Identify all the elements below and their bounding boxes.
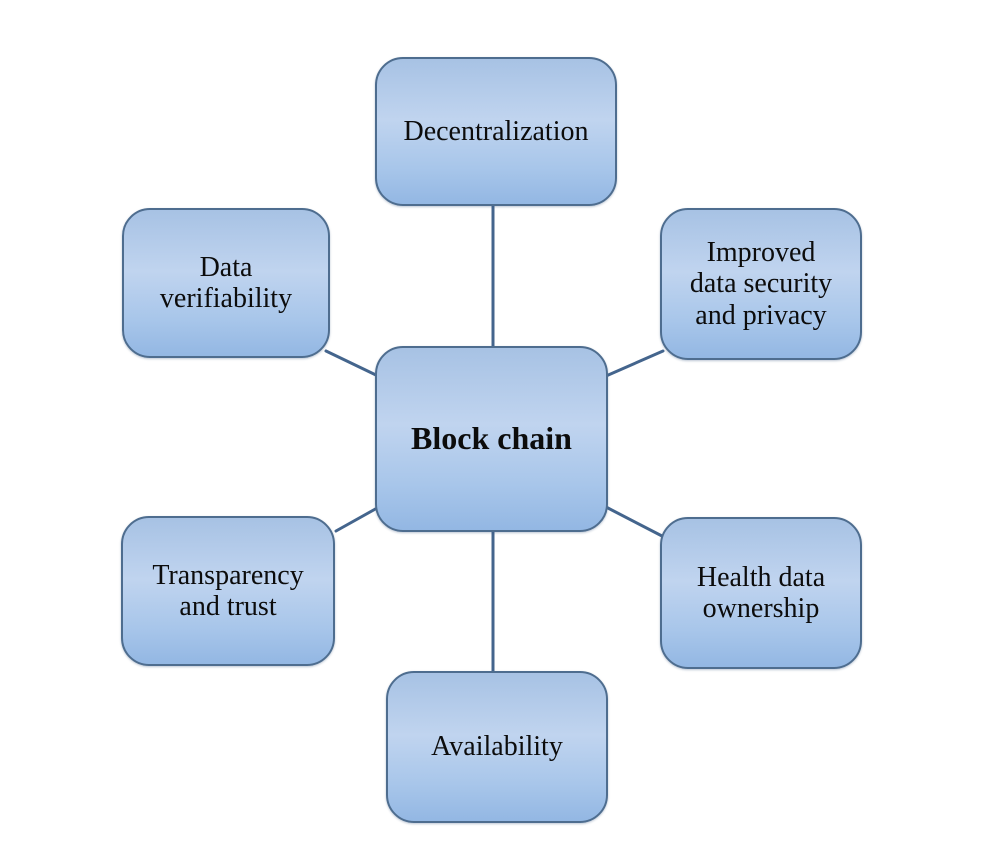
node-blockchain-center: Block chain: [375, 346, 608, 532]
node-data-verifiability: Data verifiability: [122, 208, 330, 358]
node-label-availability: Availability: [431, 731, 563, 763]
node-label-transparency-trust: Transparency and trust: [152, 559, 304, 622]
node-label-health-ownership: Health data ownership: [696, 561, 826, 624]
connector-center-health-ownership: [604, 505, 664, 538]
node-label-decentralization: Decentralization: [403, 115, 589, 147]
connector-center-data-verifiability: [324, 349, 380, 378]
connector-center-transparency-trust: [334, 505, 381, 533]
node-label-blockchain: Block chain: [411, 420, 572, 457]
node-decentralization: Decentralization: [375, 57, 617, 206]
connector-center-improved-security: [604, 349, 665, 378]
node-label-data-verifiability: Data verifiability: [159, 251, 293, 314]
node-health-ownership: Health data ownership: [660, 517, 862, 669]
node-improved-security: Improved data security and privacy: [660, 208, 862, 360]
node-transparency-trust: Transparency and trust: [121, 516, 335, 666]
node-availability: Availability: [386, 671, 608, 823]
node-label-improved-security: Improved data security and privacy: [689, 236, 833, 331]
